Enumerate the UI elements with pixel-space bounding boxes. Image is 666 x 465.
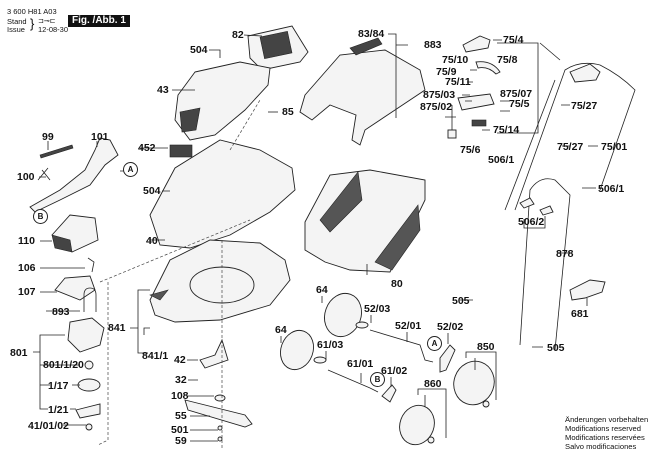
note-de: Änderungen vorbehalten xyxy=(565,415,649,424)
label-83-84: 83/84 xyxy=(358,28,385,40)
label-110: 110 xyxy=(18,235,35,247)
label-75-4: 75/4 xyxy=(503,34,524,46)
part-55-blade xyxy=(184,394,253,442)
label-61-01: 61/01 xyxy=(347,358,374,370)
part-axles xyxy=(313,321,456,403)
callout-a-2: A xyxy=(427,336,442,351)
label-878: 878 xyxy=(556,248,574,260)
label-75-11: 75/11 xyxy=(445,76,471,88)
issue-date: 12-08-30 xyxy=(38,25,69,34)
label-75-14: 75/14 xyxy=(493,124,520,136)
callout-b-2: B xyxy=(370,372,385,387)
part-681-clip xyxy=(569,279,606,301)
part-82-keypad-cover xyxy=(247,25,309,71)
part-101-lever xyxy=(29,137,119,213)
label-75-27-upper: 75/27 xyxy=(571,100,598,112)
label-75-01: 75/01 xyxy=(601,141,628,153)
dashed-assembly-lines xyxy=(97,99,261,450)
label-106: 106 xyxy=(18,262,36,274)
label-99: 99 xyxy=(42,131,54,143)
modifications-note: Änderungen vorbehalten Modifications res… xyxy=(565,415,648,451)
brace-icon: } xyxy=(30,16,35,31)
callout-a: A xyxy=(123,162,138,177)
part-878-lower-handle xyxy=(519,178,571,351)
part-wheels xyxy=(280,292,495,446)
label-505-lower: 505 xyxy=(547,342,565,354)
label-64-upper: 64 xyxy=(316,284,328,296)
label-801-1-20: 801/1/20 xyxy=(43,359,84,371)
label-506-1: 506/1 xyxy=(598,183,625,195)
label-82: 82 xyxy=(232,29,244,41)
label-75-9: 75/9 xyxy=(436,66,457,78)
label-107: 107 xyxy=(18,286,36,298)
part-43-upper-housing xyxy=(174,61,271,141)
part-40-main-housing xyxy=(149,139,296,249)
label-85: 85 xyxy=(282,106,294,118)
part-number: 3 600 H81 A03 xyxy=(7,7,57,16)
label-506-2: 506/2 xyxy=(518,216,545,228)
label-893: 893 xyxy=(52,306,70,318)
stand-label: Stand xyxy=(7,17,27,26)
label-504-mid: 504 xyxy=(143,185,161,197)
part-42-mulch-plate xyxy=(199,338,229,369)
part-883-rear-cover xyxy=(299,37,426,146)
issue-label: Issue xyxy=(7,25,25,34)
label-504-top: 504 xyxy=(190,44,208,56)
label-801: 801 xyxy=(10,347,28,359)
label-75-5: 75/5 xyxy=(509,98,530,110)
part-75-01-upper-handle xyxy=(504,62,636,211)
label-506-1-top: 506/1 xyxy=(488,154,515,166)
label-59: 59 xyxy=(175,435,187,447)
label-1-17: 1/17 xyxy=(48,380,69,392)
note-en: Modifications reserved xyxy=(565,424,641,433)
label-75-10: 75/10 xyxy=(442,54,469,66)
label-505-upper: 505 xyxy=(452,295,470,307)
label-42: 42 xyxy=(174,354,186,366)
part-80-grass-box xyxy=(304,169,426,273)
label-52-02: 52/02 xyxy=(437,321,464,333)
figure-label: Fig. /Abb. 1 xyxy=(68,15,130,27)
part-110-cover xyxy=(51,214,99,253)
part-107-battery-tray xyxy=(54,257,96,301)
note-es: Salvo modificaciones xyxy=(565,442,637,451)
label-55: 55 xyxy=(175,410,187,422)
callout-b: B xyxy=(33,209,48,224)
label-52-01: 52/01 xyxy=(395,320,422,332)
label-501: 501 xyxy=(171,424,189,436)
label-875-02: 875/02 xyxy=(420,101,453,113)
part-75-group-switch xyxy=(447,35,501,139)
label-100: 100 xyxy=(17,171,35,183)
label-61-03: 61/03 xyxy=(317,339,344,351)
label-64-lower: 64 xyxy=(275,324,287,336)
label-40: 40 xyxy=(146,235,158,247)
label-75-8: 75/8 xyxy=(497,54,518,66)
label-80: 80 xyxy=(391,278,403,290)
label-61-02: 61/02 xyxy=(381,365,408,377)
label-850: 850 xyxy=(477,341,495,353)
label-43: 43 xyxy=(157,84,169,96)
label-52-03: 52/03 xyxy=(364,303,391,315)
label-108: 108 xyxy=(171,390,189,402)
label-75-6: 75/6 xyxy=(460,144,481,156)
label-101: 101 xyxy=(91,131,109,143)
label-875-03: 875/03 xyxy=(423,89,456,101)
leader-lines xyxy=(33,33,598,442)
label-1-21: 1/21 xyxy=(48,404,69,416)
label-841-1: 841/1 xyxy=(142,350,169,362)
label-841: 841 xyxy=(108,322,126,334)
label-32: 32 xyxy=(175,374,187,386)
label-75-27-lower: 75/27 xyxy=(557,141,584,153)
label-681: 681 xyxy=(571,308,589,320)
label-860: 860 xyxy=(424,378,442,390)
label-452: 452 xyxy=(138,142,156,154)
label-875-07: 875/07 xyxy=(500,88,533,100)
stand-symbol-icon: ⊐⊸⊏ xyxy=(38,18,56,25)
part-801-motor xyxy=(67,287,105,431)
label-41-01-02: 41/01/02 xyxy=(28,420,69,432)
note-fr: Modifications reservées xyxy=(565,433,645,442)
label-883: 883 xyxy=(424,39,442,51)
